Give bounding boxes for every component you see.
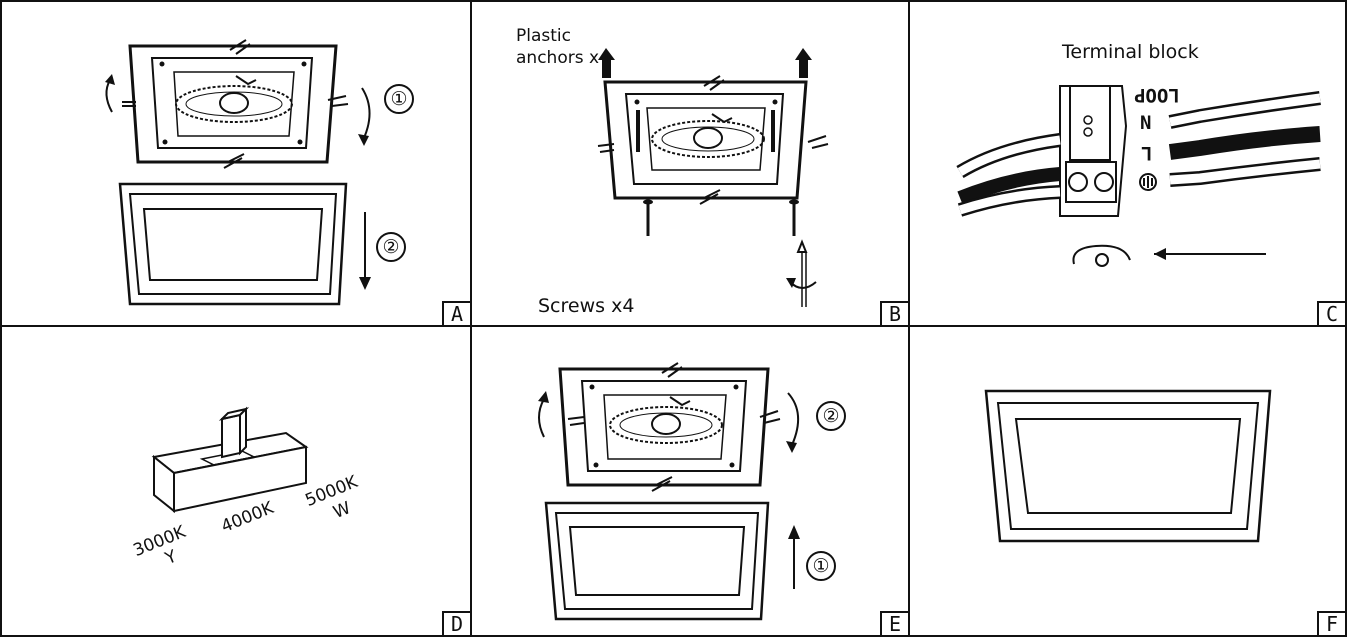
panel-c-letter: C [1317, 301, 1345, 325]
panel-c: Terminal block LOOP N L C [908, 0, 1347, 327]
anchors-label-line2: anchors x4 [516, 48, 610, 68]
panel-f-letter: F [1317, 611, 1345, 635]
screws-label: Screws x4 [538, 295, 635, 317]
panel-a-illustration [105, 39, 371, 306]
panel-f: F [908, 325, 1347, 637]
panel-d-letter: D [442, 611, 470, 635]
panel-e-illustration [538, 362, 800, 621]
panel-c-illustration [956, 85, 1321, 267]
step-1-marker: ① [384, 84, 414, 114]
anchors-label-line1: Plastic [516, 26, 571, 46]
panel-d-illustration [151, 406, 309, 514]
panel-e: ① ② E [470, 325, 910, 637]
n-label: N [1140, 112, 1152, 134]
panel-b-illustration [597, 48, 829, 307]
step-2-marker: ② [376, 232, 406, 262]
step-2-marker: ② [816, 401, 846, 431]
terminal-block-label: Terminal block [1062, 41, 1199, 63]
loop-label: LOOP [1134, 84, 1180, 106]
panel-b: Plastic anchors x4 Screws x4 B [470, 0, 910, 327]
panel-a-letter: A [442, 301, 470, 325]
panel-e-letter: E [880, 611, 908, 635]
step-1-marker: ① [806, 551, 836, 581]
l-label: L [1141, 142, 1153, 164]
panel-a: ① ② A [0, 0, 472, 327]
panel-d: 3000K Y 4000K 5000K W D [0, 325, 472, 637]
panel-f-illustration [984, 389, 1272, 543]
panel-b-letter: B [880, 301, 908, 325]
